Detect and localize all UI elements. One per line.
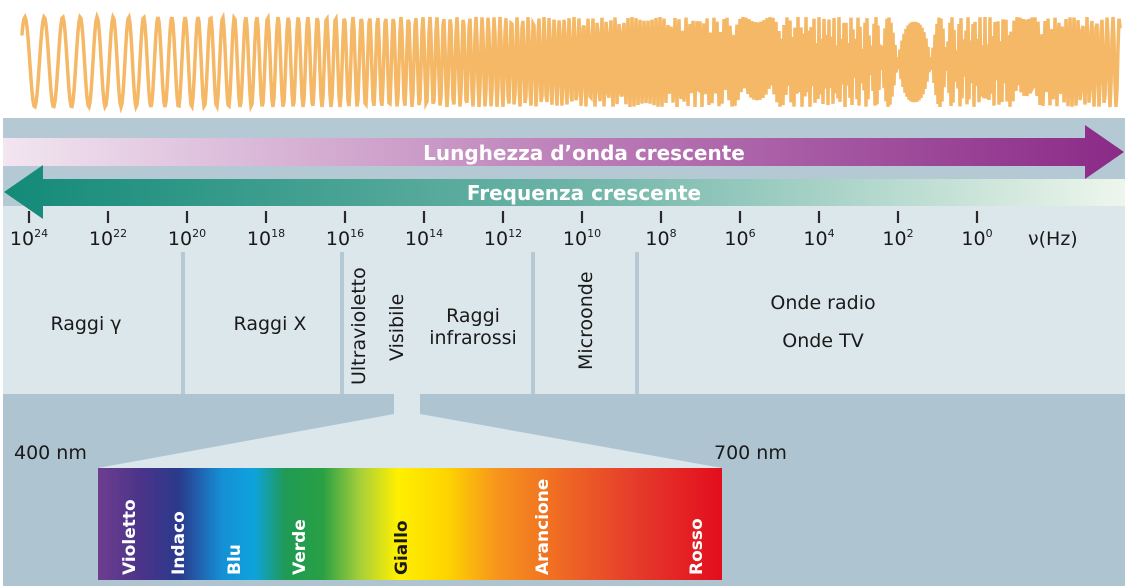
wave-curve — [20, 11, 1122, 114]
spectrum-label-4: Verde — [290, 519, 310, 575]
divider-gamma-xray — [181, 252, 185, 394]
axis-tick-label: 104 — [803, 227, 834, 250]
region-tv: Onde TV — [782, 330, 863, 352]
spectrum-label-6: Arancione — [533, 479, 553, 575]
region-infrared-line2: infrarossi — [429, 327, 517, 349]
visible-spectrum-bar — [98, 468, 722, 580]
spectrum-end-label: 700 nm — [714, 442, 787, 464]
wavelength-arrow — [3, 125, 1124, 179]
regions-band — [3, 252, 1125, 394]
divider-xray-uv — [340, 252, 344, 394]
region-ultraviolet: Ultravioletto — [348, 267, 370, 385]
spectrum-label-2: Indaco — [169, 511, 189, 575]
region-gamma: Raggi γ — [50, 313, 121, 335]
frequency-arrow-label: Frequenza crescente — [467, 181, 701, 205]
region-radio: Onde radio — [770, 292, 875, 314]
divider-micro-radio — [635, 252, 639, 394]
axis-tick-label: 1020 — [168, 227, 206, 250]
spectrum-label-3: Blu — [225, 544, 245, 575]
axis-band — [3, 206, 1125, 252]
spectrum-label-1: Violetto — [120, 499, 140, 575]
frequency-unit-label: ν(Hz) — [1028, 228, 1078, 250]
region-xray: Raggi X — [234, 313, 307, 335]
axis-tick-label: 1024 — [10, 227, 48, 250]
axis-tick-label: 1012 — [484, 227, 522, 250]
axis-tick-label: 102 — [882, 227, 913, 250]
spectrum-start-label: 400 nm — [14, 442, 87, 464]
region-infrared-line1: Raggi — [446, 305, 500, 327]
frequency-arrow — [4, 165, 1125, 219]
axis-tick-label: 1018 — [247, 227, 285, 250]
axis-tick-label: 1022 — [89, 227, 127, 250]
divider-ir-micro — [531, 252, 535, 394]
axis-tick-label: 108 — [645, 227, 676, 250]
spectrum-label-5: Giallo — [392, 520, 412, 575]
axis-tick-label: 100 — [961, 227, 992, 250]
spectrum-label-7: Rosso — [687, 518, 707, 575]
region-microwaves: Microonde — [575, 271, 597, 370]
wavelength-arrow-label: Lunghezza d’onda crescente — [423, 141, 745, 165]
axis-tick-label: 1016 — [326, 227, 364, 250]
axis-tick-label: 1014 — [405, 227, 443, 250]
region-visible: Visibile — [386, 294, 408, 361]
axis-tick-label: 1010 — [563, 227, 601, 250]
frequency-axis: 1024 1022 1020 1018 1016 1014 1012 1010 108 106 10… — [10, 211, 993, 250]
visible-zoom-funnel — [98, 394, 722, 468]
axis-tick-label: 106 — [724, 227, 755, 250]
